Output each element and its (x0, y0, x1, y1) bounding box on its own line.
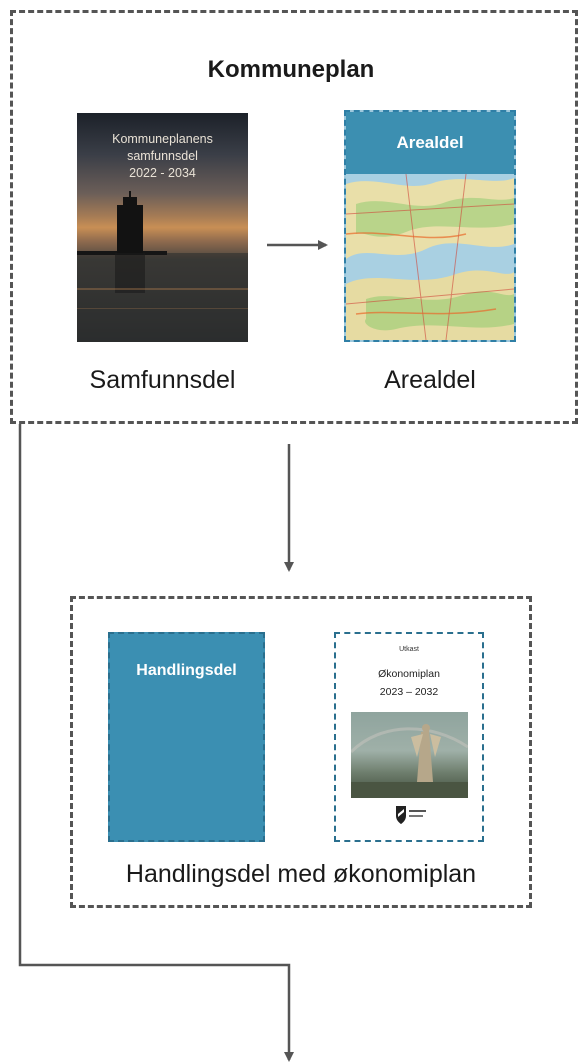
samfunnsdel-caption: Samfunnsdel (89, 366, 236, 394)
lighthouse-silhouette-image (77, 191, 248, 342)
okonomiplan-title: Økonomiplan (378, 668, 440, 680)
handlingsdel-cover: Handlingsdel (108, 632, 265, 842)
municipality-logo-icon (396, 806, 426, 824)
samfunnsdel-cover: Kommuneplanens samfunnsdel 2022 - 2034 (77, 113, 248, 342)
handlingsdel-caption: Handlingsdel med økonomiplan (125, 860, 477, 888)
okonomiplan-years: 2023 – 2032 (379, 686, 439, 698)
kommuneplan-to-bottom-arrow (18, 424, 294, 1062)
samfunnsdel-cover-text: Kommuneplanens samfunnsdel 2022 - 2034 (77, 131, 248, 182)
okonomiplan-status: Utkast (399, 646, 419, 653)
kommuneplan-title: Kommuneplan (207, 56, 375, 83)
map-image (346, 174, 514, 340)
samfunnsdel-cover-line: samfunnsdel (127, 149, 198, 163)
kommuneplan-group (10, 10, 578, 424)
arealdel-cover: Arealdel (344, 110, 516, 342)
handlingsdel-group (70, 596, 532, 908)
samfunnsdel-cover-line: Kommuneplanens (112, 132, 213, 146)
handlingsdel-cover-label: Handlingsdel (136, 662, 237, 679)
samfunnsdel-cover-line: 2022 - 2034 (129, 166, 196, 180)
okonomiplan-cover: Utkast Økonomiplan 2023 – 2032 (334, 632, 484, 842)
angel-statue-photo (351, 712, 468, 798)
arealdel-cover-header: Arealdel (346, 112, 514, 174)
arealdel-caption: Arealdel (384, 366, 476, 394)
